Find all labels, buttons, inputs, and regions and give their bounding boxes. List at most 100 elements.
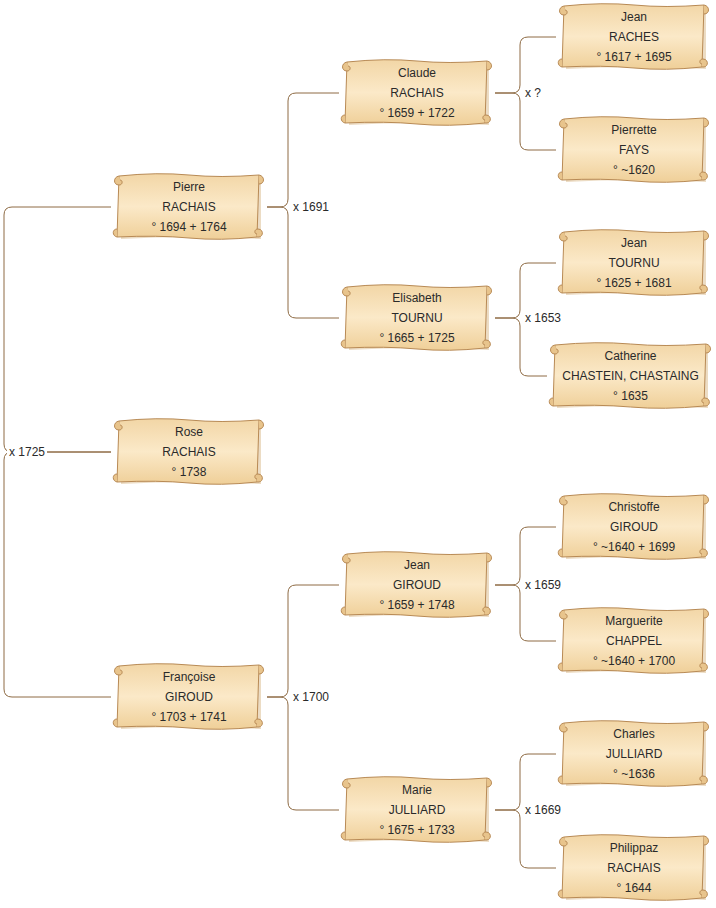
scroll-curl xyxy=(704,118,709,127)
scroll-curl xyxy=(700,285,708,293)
scroll-curl xyxy=(115,666,123,675)
life-dates: ° 1617 + 1695 xyxy=(596,47,671,67)
scroll-curl xyxy=(704,495,709,504)
surname: GIROUD xyxy=(165,687,213,707)
scroll-curl xyxy=(702,398,710,406)
life-dates: ° ~1620 xyxy=(613,160,655,180)
scroll-curl xyxy=(558,59,562,67)
given-name: Jean xyxy=(404,555,430,575)
person-scroll: PierretteFAYS° ~1620 xyxy=(556,114,712,186)
scroll-curl xyxy=(483,115,491,123)
life-dates: ° 1665 + 1725 xyxy=(379,328,454,348)
given-name: Françoise xyxy=(163,667,216,687)
scroll-curl xyxy=(483,832,491,840)
person-scroll: ClaudeRACHAIS° 1659 + 1722 xyxy=(339,57,495,129)
scroll-curl xyxy=(560,837,568,846)
scroll-body xyxy=(345,285,487,351)
family-link xyxy=(4,452,111,697)
person-scroll: MarieJULLIARD° 1675 + 1733 xyxy=(339,774,495,846)
given-name: Marie xyxy=(402,780,432,800)
scroll-curl xyxy=(704,231,709,240)
surname: RACHAIS xyxy=(607,858,660,878)
person-scroll: JeanTOURNU° 1625 + 1681 xyxy=(556,227,712,299)
person-scroll: PhilippazRACHAIS° 1644 xyxy=(556,832,712,904)
given-name: Jean xyxy=(621,7,647,27)
given-name: Pierrette xyxy=(611,120,656,140)
scroll-body xyxy=(117,174,259,240)
given-name: Pierre xyxy=(173,177,205,197)
scroll-curl xyxy=(255,719,263,727)
life-dates: ° ~1640 + 1699 xyxy=(593,537,675,557)
scroll-body xyxy=(345,777,487,843)
given-name: Marguerite xyxy=(605,611,662,631)
family-link xyxy=(267,585,339,697)
scroll-curl xyxy=(483,607,491,615)
scroll-body xyxy=(562,4,704,70)
marriage-label: x 1700 xyxy=(291,689,331,705)
scroll-curl xyxy=(255,474,263,482)
life-dates: ° 1675 + 1733 xyxy=(379,820,454,840)
family-link xyxy=(267,93,339,207)
scroll-curl xyxy=(341,340,345,348)
scroll-curl xyxy=(558,172,562,180)
scroll-curl xyxy=(343,287,351,296)
surname: CHASTEIN, CHASTAING xyxy=(562,366,698,386)
surname: RACHAIS xyxy=(390,83,443,103)
given-name: Charles xyxy=(613,724,654,744)
scroll-body xyxy=(562,608,704,674)
person-scroll: MargueriteCHAPPEL° ~1640 + 1700 xyxy=(556,605,712,677)
surname: TOURNU xyxy=(391,308,442,328)
family-link xyxy=(267,207,339,318)
life-dates: ° 1625 + 1681 xyxy=(596,273,671,293)
marriage-label: x 1691 xyxy=(291,199,331,215)
given-name: Elisabeth xyxy=(392,288,441,308)
scroll-curl xyxy=(704,722,709,731)
scroll-curl xyxy=(483,340,491,348)
scroll-curl xyxy=(704,836,709,845)
scroll-curl xyxy=(700,59,708,67)
scroll-curl xyxy=(341,115,345,123)
life-dates: ° 1738 xyxy=(172,462,207,482)
surname: RACHAIS xyxy=(162,442,215,462)
given-name: Rose xyxy=(175,422,203,442)
surname: TOURNU xyxy=(608,253,659,273)
scroll-curl xyxy=(551,345,559,354)
life-dates: ° 1644 xyxy=(617,878,652,898)
person-scroll: JeanRACHES° 1617 + 1695 xyxy=(556,1,712,73)
scroll-body xyxy=(553,343,706,409)
scroll-curl xyxy=(700,776,708,784)
scroll-curl xyxy=(549,398,553,406)
life-dates: ° ~1636 xyxy=(613,764,655,784)
person-scroll: CharlesJULLIARD° ~1636 xyxy=(556,718,712,790)
family-link xyxy=(495,93,556,150)
scroll-curl xyxy=(560,6,568,15)
scroll-curl xyxy=(704,609,709,618)
given-name: Christoffe xyxy=(608,497,659,517)
surname: GIROUD xyxy=(610,517,658,537)
scroll-curl xyxy=(560,610,568,619)
scroll-curl xyxy=(113,474,117,482)
scroll-curl xyxy=(487,61,492,70)
person-scroll: JeanGIROUD° 1659 + 1748 xyxy=(339,549,495,621)
scroll-curl xyxy=(113,229,117,237)
person-scroll: ElisabethTOURNU° 1665 + 1725 xyxy=(339,282,495,354)
surname: FAYS xyxy=(619,140,649,160)
scroll-curl xyxy=(560,723,568,732)
given-name: Claude xyxy=(398,63,436,83)
scroll-body xyxy=(117,419,259,485)
scroll-body xyxy=(562,494,704,560)
scroll-curl xyxy=(700,663,708,671)
family-link xyxy=(267,697,339,810)
scroll-body xyxy=(562,835,704,901)
scroll-body xyxy=(562,721,704,787)
scroll-curl xyxy=(113,719,117,727)
family-link xyxy=(495,810,556,868)
scroll-curl xyxy=(558,776,562,784)
scroll-curl xyxy=(115,176,123,185)
given-name: Philippaz xyxy=(610,838,659,858)
scroll-curl xyxy=(341,607,345,615)
scroll-curl xyxy=(259,175,264,184)
scroll-curl xyxy=(487,778,492,787)
marriage-label: x 1669 xyxy=(523,802,563,818)
scroll-body xyxy=(117,664,259,730)
